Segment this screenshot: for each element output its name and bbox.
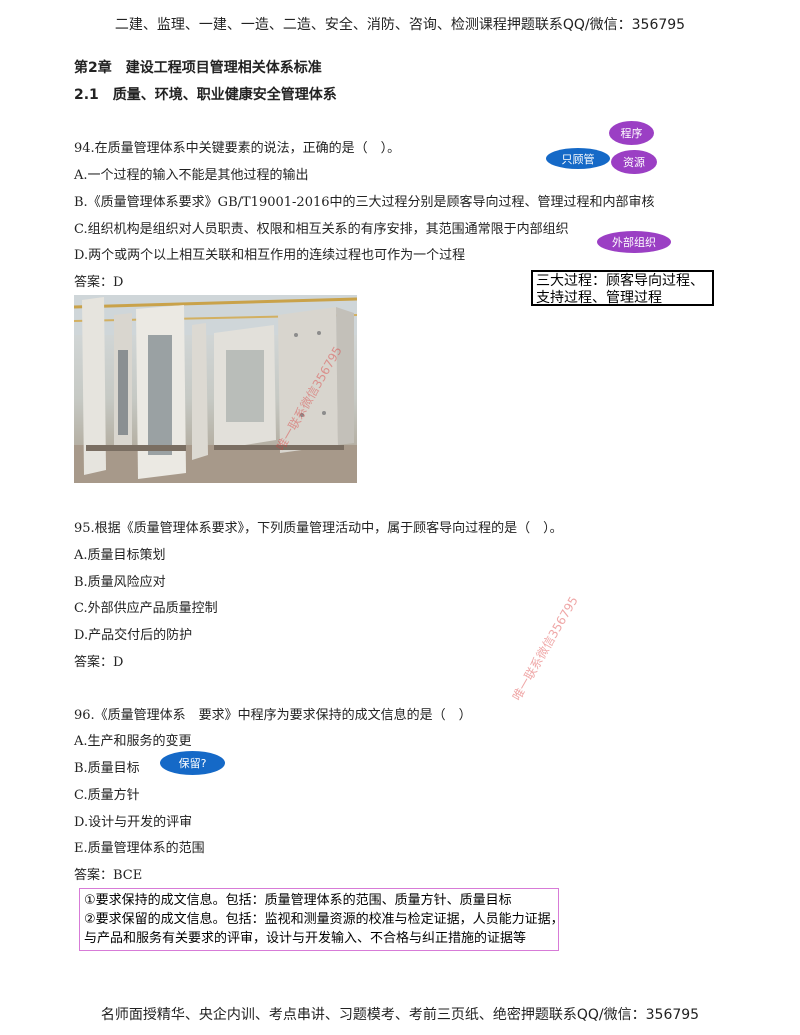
q95-option-b: B.质量风险应对	[74, 575, 166, 590]
precast-panel-photo: 唯一联系微信356795	[74, 295, 357, 483]
q95-option-c: C.外部供应产品质量控制	[74, 601, 218, 616]
q94-note-box: 三大过程：顾客导向过程、 支持过程、管理过程	[531, 270, 714, 306]
q94-note-line1: 三大过程：顾客导向过程、	[536, 273, 704, 289]
q96-option-d: D.设计与开发的评审	[74, 815, 193, 830]
annotation-bubble-baoliu: 保留?	[160, 751, 225, 775]
annotation-bubble-chengxu: 程序	[609, 121, 654, 145]
annotation-bubble-waibu: 外部组织	[597, 231, 671, 253]
q94-stem: 94.在质量管理体系中关键要素的说法，正确的是（ ）。	[74, 141, 401, 156]
q96-stem: 96.《质量管理体系 要求》中程序为要求保持的成文信息的是（ ）	[74, 708, 472, 723]
page-watermark: 唯一联系微信356795	[509, 593, 581, 703]
q94-option-b: B.《质量管理体系要求》GB/T19001-2016中的三大过程分别是顾客导向过…	[74, 195, 655, 210]
q94-option-d: D.两个或两个以上相互关联和相互作用的连续过程也可作为一个过程	[74, 248, 466, 263]
q94-option-a: A.一个过程的输入不能是其他过程的输出	[74, 168, 309, 183]
q94-answer: 答案：D	[74, 275, 124, 290]
q95-option-a: A.质量目标策划	[74, 548, 166, 563]
annotation-bubble-zhiguguan: 只顾管	[546, 148, 610, 169]
q95-option-d: D.产品交付后的防护	[74, 628, 193, 643]
q94-note-line2: 支持过程、管理过程	[536, 290, 662, 306]
section-title: 2.1 质量、环境、职业健康安全管理体系	[74, 87, 337, 103]
q96-note-line2: ②要求保留的成文信息。包括：监视和测量资源的校准与检定证据，人员能力证据，	[84, 912, 564, 927]
q96-option-a: A.生产和服务的变更	[74, 734, 192, 749]
page-header: 二建、监理、一建、一造、二造、安全、消防、咨询、检测课程押题联系QQ/微信：35…	[114, 17, 686, 33]
q94-option-c: C.组织机构是组织对人员职责、权限和相互关系的有序安排，其范围通常限于内部组织	[74, 222, 569, 237]
q95-stem: 95.根据《质量管理体系要求》，下列质量管理活动中，属于顾客导向过程的是（ ）。	[74, 521, 563, 536]
q96-option-b: B.质量目标	[74, 761, 140, 776]
q96-note-line3: 与产品和服务有关要求的评审，设计与开发输入、不合格与纠正措施的证据等	[84, 931, 527, 946]
annotation-bubble-ziyuan: 资源	[611, 150, 657, 174]
q95-answer: 答案：D	[74, 655, 124, 670]
q96-note-box: ①要求保持的成文信息。包括：质量管理体系的范围、质量方针、质量目标 ②要求保留的…	[79, 888, 564, 951]
precast-panel-illustration	[74, 295, 357, 483]
q96-option-e: E.质量管理体系的范围	[74, 841, 205, 856]
q96-note-line1: ①要求保持的成文信息。包括：质量管理体系的范围、质量方针、质量目标	[84, 893, 512, 908]
chapter-title: 第2章 建设工程项目管理相关体系标准	[74, 60, 322, 76]
q96-option-c: C.质量方针	[74, 788, 140, 803]
q96-answer: 答案：BCE	[74, 868, 143, 883]
page-footer: 名师面授精华、央企内训、考点串讲、习题模考、考前三页纸、绝密押题联系QQ/微信：…	[100, 1007, 700, 1023]
